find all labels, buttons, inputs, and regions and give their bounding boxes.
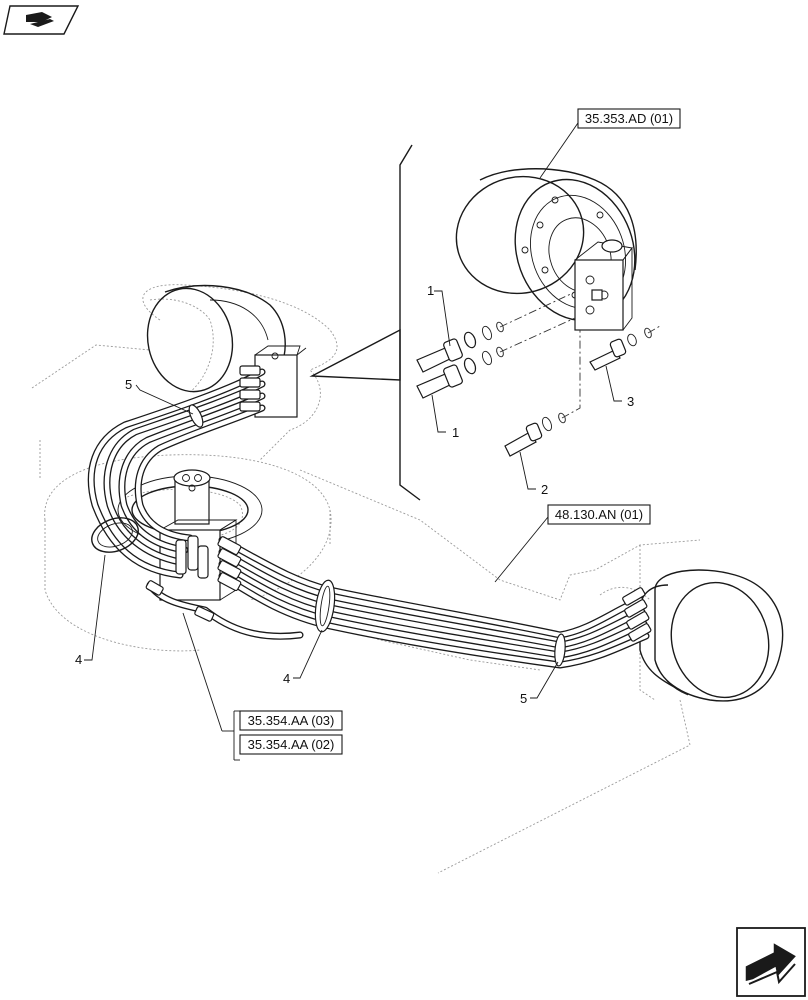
- reference-353-ad[interactable]: 35.353.AD (01): [577, 108, 681, 129]
- callout-5-upper: 5: [125, 377, 132, 392]
- left-travel-motor: [146, 284, 307, 418]
- callout-2: 2: [541, 482, 548, 497]
- callout-4-right: 4: [283, 671, 290, 686]
- reference-text: 35.353.AD (01): [585, 111, 673, 126]
- detail-travel-motor: [455, 168, 637, 331]
- ghost-outlines: [31, 284, 701, 874]
- detail-bracket: [309, 144, 421, 501]
- callout-4-left: 4: [75, 652, 82, 667]
- callout-1-lower: 1: [452, 425, 459, 440]
- reference-130-an[interactable]: 48.130.AN (01): [547, 504, 651, 525]
- reference-text: 48.130.AN (01): [555, 507, 643, 522]
- hoses-to-right-motor: [145, 536, 652, 669]
- callout-3: 3: [627, 394, 634, 409]
- next-page-arrow-icon[interactable]: [735, 926, 807, 998]
- right-travel-motor: [639, 569, 784, 702]
- reference-354-aa-03[interactable]: 35.354.AA (03): [239, 710, 343, 731]
- callout-5-right: 5: [520, 691, 527, 706]
- reference-text: 35.354.AA (03): [248, 713, 335, 728]
- reference-354-aa-02[interactable]: 35.354.AA (02): [239, 734, 343, 755]
- callout-labels: 1 1 2 3 4 4 5 5: [75, 283, 634, 706]
- book-page-icon: [3, 5, 80, 35]
- reference-text: 35.354.AA (02): [248, 737, 335, 752]
- leader-lines: [84, 119, 622, 761]
- hoses-to-left-motor: [87, 365, 266, 579]
- callout-1-upper: 1: [427, 283, 434, 298]
